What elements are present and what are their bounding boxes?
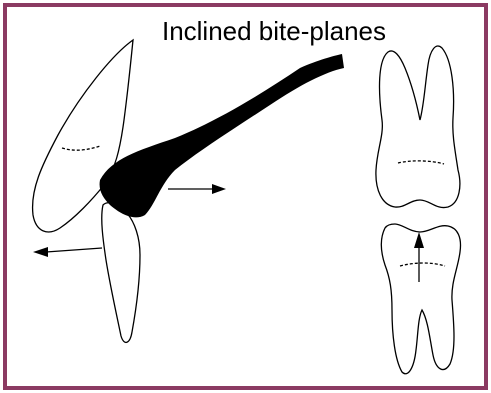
slide-border	[5, 5, 486, 388]
left-force-arrow	[33, 247, 102, 257]
lower-incisor-tooth	[102, 203, 140, 343]
bite-plane-appliance	[100, 54, 344, 217]
right-force-arrow	[168, 184, 226, 194]
slide-title: Inclined bite-planes	[162, 16, 386, 46]
upper-molar-tooth	[376, 46, 460, 208]
up-force-arrow	[414, 232, 424, 282]
